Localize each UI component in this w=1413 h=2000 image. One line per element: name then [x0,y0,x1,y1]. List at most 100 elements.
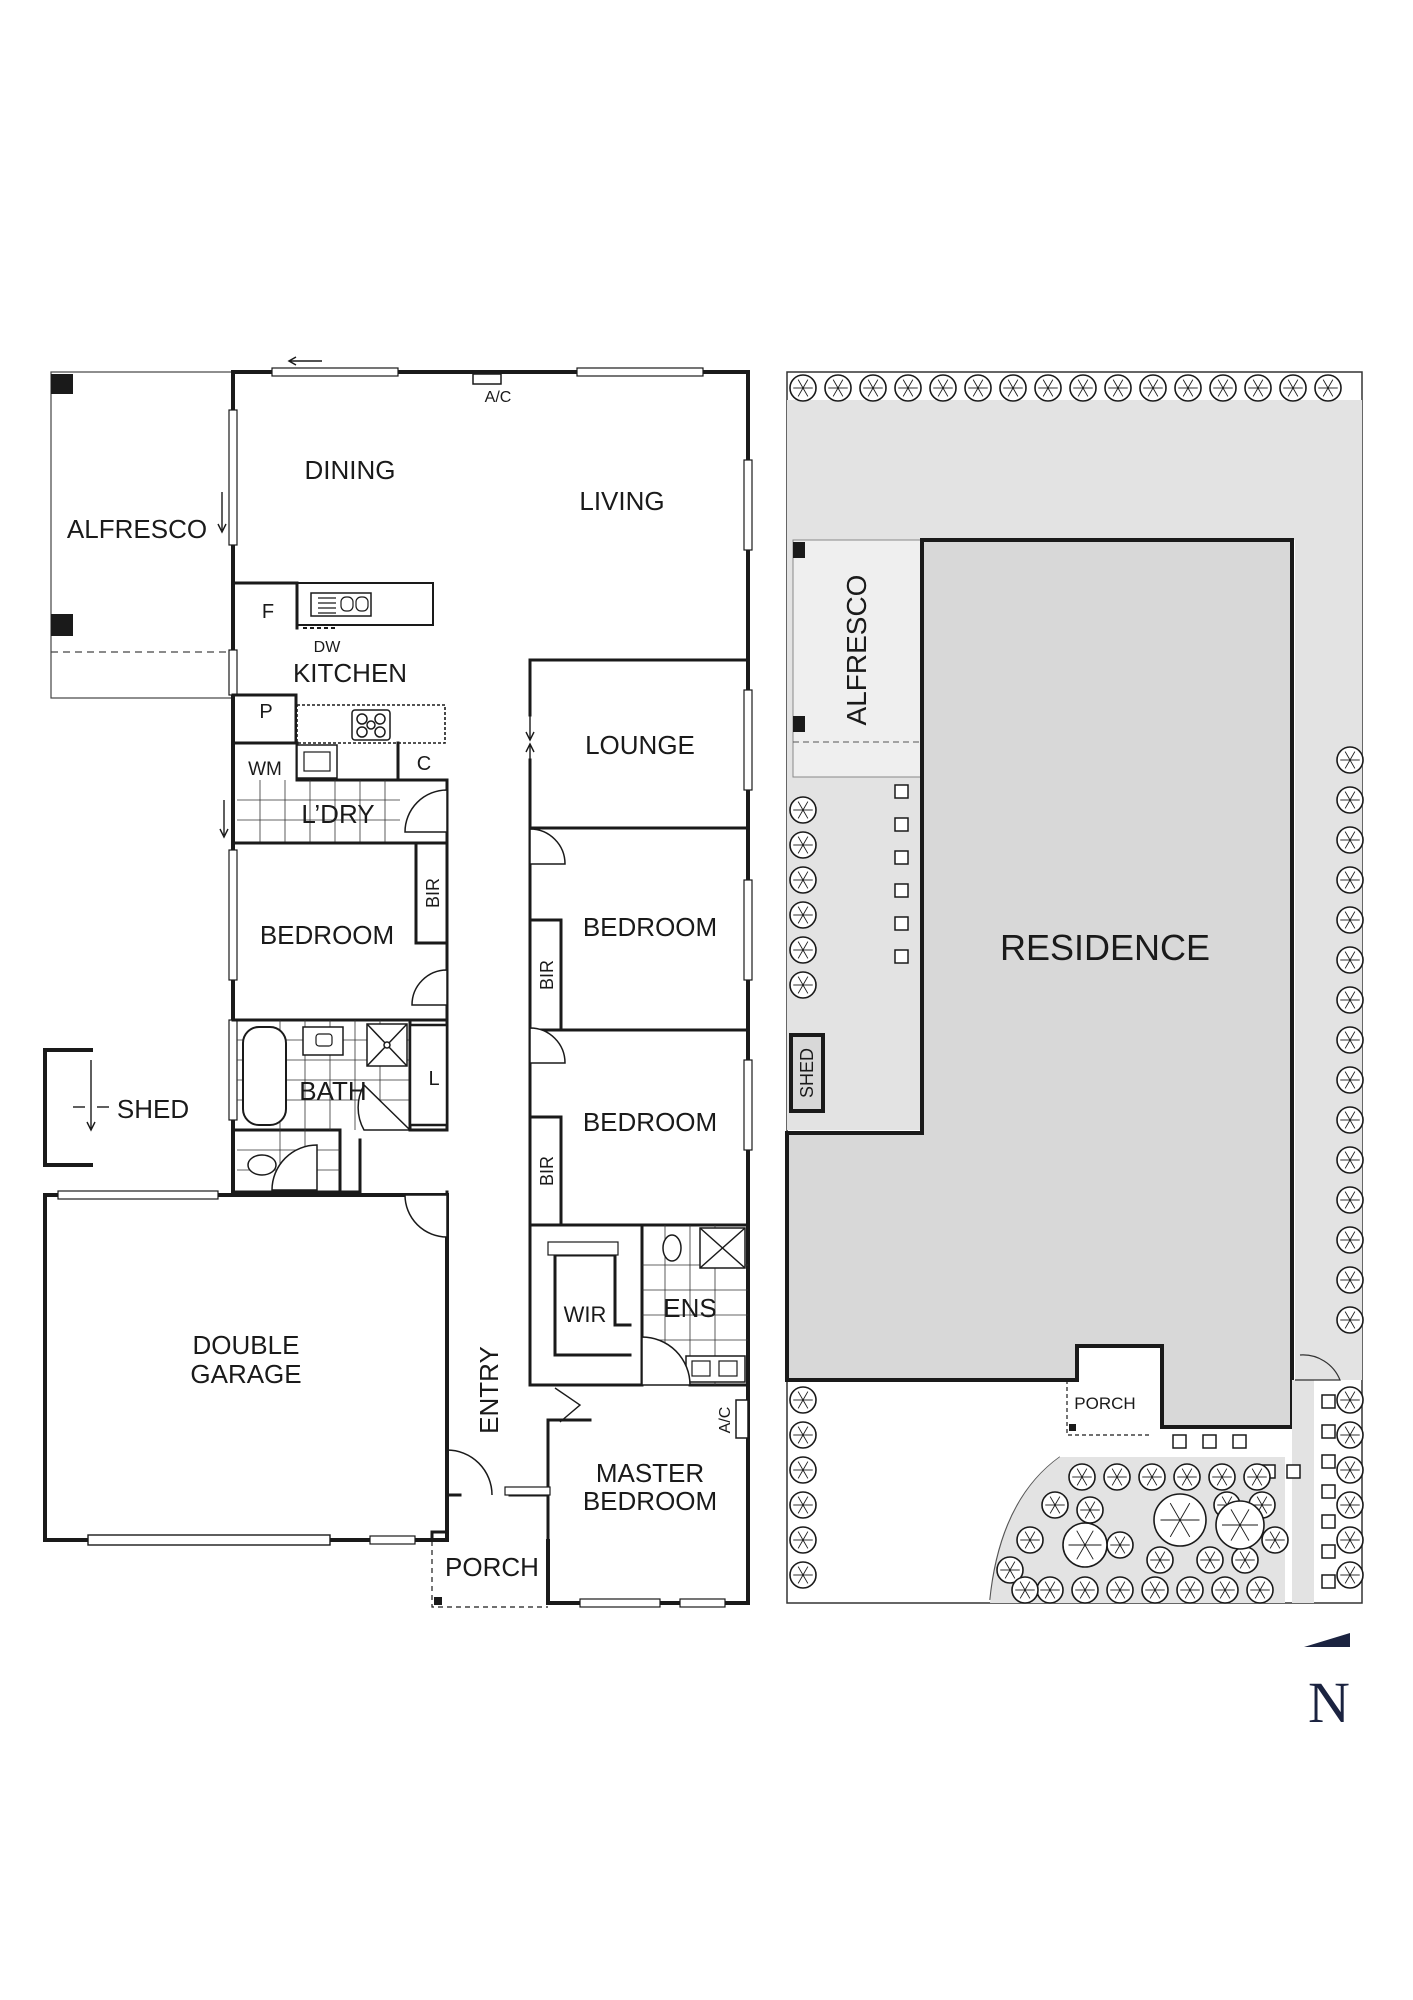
shrub-icon [1068,1463,1096,1491]
stepping-stone [1172,1434,1187,1449]
garage-door [87,1534,331,1546]
garage-label-line2: GARAGE [190,1359,301,1389]
lounge-door-arrows [525,690,535,790]
shrub-icon [1336,1066,1364,1094]
floor-plan-labels: DINING LIVING ALFRESCO KITCHEN LOUNGE L’… [67,389,734,1582]
bir-bedroom-2-label: BIR [423,878,443,908]
site-alfresco-post-1 [793,542,805,558]
shrub-icon [789,374,817,402]
shrub-icon [1336,1386,1364,1414]
stepping-stone [1321,1544,1336,1559]
shrub-icon [824,374,852,402]
stepping-stone [1202,1434,1217,1449]
sliding-door-arrow [287,356,322,366]
stepping-stone [894,883,909,898]
shrub-icon [1141,1576,1169,1604]
shrub-icon [1336,1561,1364,1589]
bir-bedroom-3-label: BIR [537,960,557,990]
kitchen-island [296,582,434,626]
ens-toilet [662,1234,682,1262]
bedroom-2-door [411,969,448,1006]
rear-garden [787,400,1362,540]
shrub-icon [789,1386,817,1414]
shrub-icon [1174,374,1202,402]
shrub-icon [1036,1576,1064,1604]
shrub-icon [1336,1146,1364,1174]
stepping-stone [1321,1574,1336,1589]
shrub-icon [1244,374,1272,402]
bedroom-4-door [529,1027,566,1064]
shrub-icon [1076,1496,1104,1524]
ens-shower [699,1227,746,1269]
lounge-label: LOUNGE [585,730,695,760]
bath-label: BATH [299,1076,366,1106]
north-arrow-icon [1304,1633,1350,1647]
bathtub [242,1026,287,1126]
cupboard-label: C [417,753,431,775]
shrub-icon [859,374,887,402]
bedroom-4-label: BEDROOM [583,1107,717,1137]
site-shed [789,1033,825,1113]
shrub-icon [1279,374,1307,402]
shrub-icon [1153,1493,1207,1547]
bath-door [357,1083,412,1131]
shrub-icon [1336,1106,1364,1134]
ens-basin-1 [691,1360,711,1377]
shrub-icon [1215,1500,1265,1550]
shrub-icon [1336,1306,1364,1334]
site-plan-labels: RESIDENCE ALFRESCO SHED PORCH [797,575,1210,1413]
shrub-icon [929,374,957,402]
ens-label: ENS [663,1293,716,1323]
alfresco-label: ALFRESCO [67,514,207,544]
site-gate [1295,1354,1341,1381]
stepping-stone [894,949,909,964]
shrub-icon [1208,1463,1236,1491]
site-alfresco-post-2 [793,716,805,732]
shrub-icon [1104,374,1132,402]
shrub-icon [1071,1576,1099,1604]
stepping-stone [894,916,909,931]
north-label: N [1308,1670,1350,1735]
stepping-stone [1321,1454,1336,1469]
shrub-icon [1246,1576,1274,1604]
stepping-stone [1286,1464,1301,1479]
shrub-icon [789,901,817,929]
shrub-icon [1173,1463,1201,1491]
porch-label: PORCH [445,1552,539,1582]
pantry-label: P [259,701,272,723]
shrub-icon [789,936,817,964]
shrub-icon [1243,1463,1271,1491]
master-label-line1: MASTER [596,1458,704,1488]
garage-side-window [369,1535,416,1545]
shrub-icon [1062,1522,1108,1568]
windows-master [579,1598,726,1608]
shrub-icon [1138,1463,1166,1491]
bir-bedroom-4-label: BIR [537,1156,557,1186]
shrub-icon [1196,1546,1224,1574]
front-door-swing [446,1449,493,1496]
garage-window [57,1190,219,1200]
shrub-icon [1336,1026,1364,1054]
shrub-icon [999,374,1027,402]
shower [366,1023,408,1067]
windows-left [228,409,238,1121]
shrub-icon [1314,374,1342,402]
alfresco-post-bottom [51,614,73,636]
fridge-cavity [231,581,299,630]
porch-wall [430,1530,449,1542]
wir-ens-walls [528,1223,750,1387]
shrub-icon [894,374,922,402]
shrub-icon [964,374,992,402]
stepping-stone [1321,1514,1336,1529]
shrub-icon [1336,906,1364,934]
stepping-stone [894,850,909,865]
shrub-icon [1336,1266,1364,1294]
ac-master-label: A/C [717,1407,734,1434]
porch-post [434,1597,442,1605]
garage-label-line1: DOUBLE [193,1330,300,1360]
windows-right [743,459,753,1151]
entry-walls [445,1190,550,1497]
shrub-icon [1336,1526,1364,1554]
shrub-icon [1106,1576,1134,1604]
floor-plan: DINING LIVING ALFRESCO KITCHEN LOUNGE L’… [43,356,753,1608]
